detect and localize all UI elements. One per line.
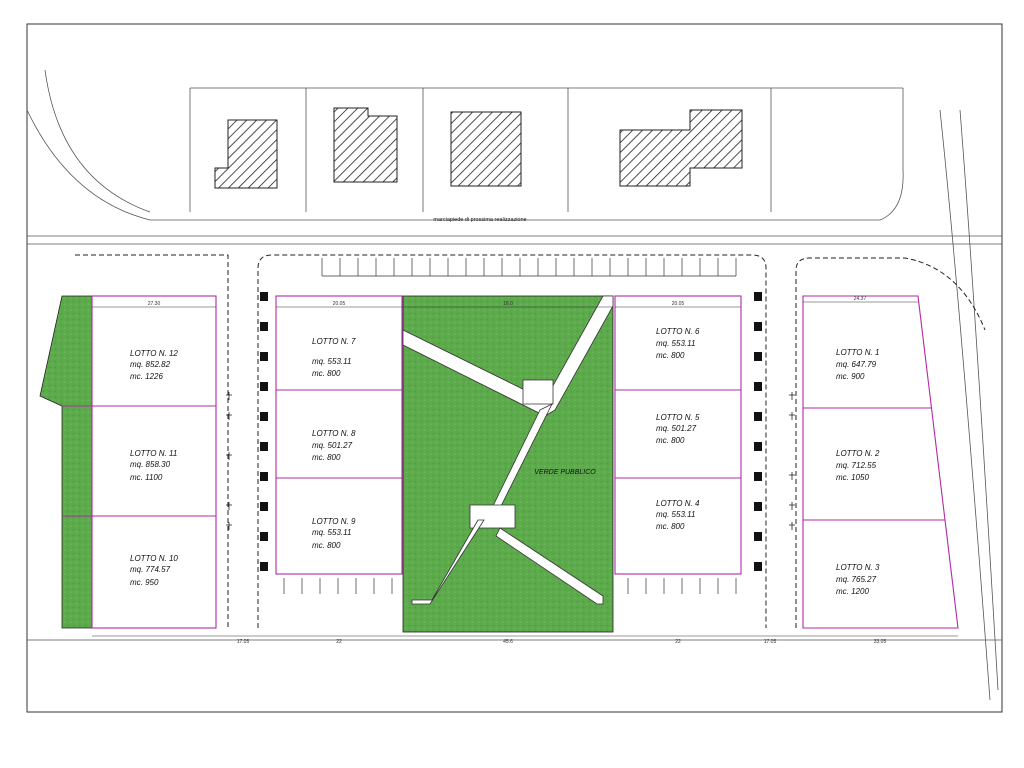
svg-text:mc. 1226: mc. 1226 xyxy=(130,372,163,381)
road-boundary xyxy=(75,254,986,628)
dim-bottom-1: 17.05 xyxy=(237,639,250,645)
dimension-labels: 27.30 20.05 18.0 20.05 24.37 17.05 22 45… xyxy=(148,296,887,645)
svg-text:LOTTO N. 12: LOTTO N. 12 xyxy=(130,349,178,358)
dim-bottom-5: 17.05 xyxy=(764,639,777,645)
lot-2-label: LOTTO N. 2 mq. 712.55 mc. 1050 xyxy=(836,449,880,482)
lot-5-label: LOTTO N. 5 mq. 501.27 mc. 800 xyxy=(656,413,700,445)
svg-text:mc. 950: mc. 950 xyxy=(130,578,159,587)
building xyxy=(333,107,398,183)
parking-stalls xyxy=(283,258,737,594)
svg-text:LOTTO N. 9: LOTTO N. 9 xyxy=(312,517,356,526)
dim-top-3: 18.0 xyxy=(503,301,513,307)
lot-4-label: LOTTO N. 4 mq. 553.11 mc. 800 xyxy=(656,499,700,531)
lot-7-label: LOTTO N. 7 mq. 553.11 mc. 800 xyxy=(312,337,356,378)
lot-3-label: LOTTO N. 3 mq. 765.27 mc. 1200 xyxy=(836,563,880,596)
svg-text:mc. 800: mc. 800 xyxy=(656,351,685,360)
lot-9-label: LOTTO N. 9 mq. 553.11 mc. 800 xyxy=(312,517,356,550)
svg-text:mc. 800: mc. 800 xyxy=(312,369,341,378)
svg-text:mc. 900: mc. 900 xyxy=(836,372,865,381)
building xyxy=(214,119,278,189)
svg-text:mc. 1050: mc. 1050 xyxy=(836,473,869,482)
dimension-lines xyxy=(92,301,958,637)
svg-text:mq. 852.82: mq. 852.82 xyxy=(130,360,171,369)
svg-text:mq. 765.27: mq. 765.27 xyxy=(836,575,877,584)
svg-text:mc. 1100: mc. 1100 xyxy=(130,473,163,482)
street-label: marciapiede di prossima realizzazione xyxy=(433,217,526,223)
dim-bottom-6: 33.05 xyxy=(874,639,887,645)
lot-12-label: LOTTO N. 12 mq. 852.82 mc. 1226 xyxy=(130,349,178,381)
lot-10-label: LOTTO N. 10 mq. 774.57 mc. 950 xyxy=(130,554,178,587)
lamp-symbols xyxy=(226,392,795,530)
svg-text:mc. 1200: mc. 1200 xyxy=(836,587,869,596)
svg-text:LOTTO N. 10: LOTTO N. 10 xyxy=(130,554,178,563)
svg-text:mc. 800: mc. 800 xyxy=(312,453,341,462)
park-paths xyxy=(402,295,614,605)
park-label: VERDE PUBBLICO xyxy=(534,469,596,476)
svg-text:mc. 800: mc. 800 xyxy=(656,436,685,445)
building xyxy=(450,111,522,187)
building xyxy=(619,109,743,187)
svg-text:mq. 647.79: mq. 647.79 xyxy=(836,360,877,369)
svg-text:LOTTO N. 11: LOTTO N. 11 xyxy=(130,449,177,458)
lot-11-label: LOTTO N. 11 mq. 858.30 mc. 1100 xyxy=(130,449,177,482)
lot-8-label: LOTTO N. 8 mq. 501.27 mc. 800 xyxy=(312,429,356,462)
svg-text:LOTTO N. 6: LOTTO N. 6 xyxy=(656,327,700,336)
svg-text:mq. 858.30: mq. 858.30 xyxy=(130,460,171,469)
existing-buildings xyxy=(214,107,743,189)
lot-borders xyxy=(62,295,959,629)
dim-bottom-3: 45.6 xyxy=(503,639,513,645)
svg-text:mq. 553.11: mq. 553.11 xyxy=(656,339,695,348)
lot-6-label: LOTTO N. 6 mq. 553.11 mc. 800 xyxy=(656,327,700,360)
dim-top-5: 24.37 xyxy=(854,296,867,302)
parking-markers xyxy=(260,292,762,571)
context-lines xyxy=(26,69,1002,701)
lot-labels: LOTTO N. 12 mq. 852.82 mc. 1226 LOTTO N.… xyxy=(130,327,880,596)
dim-bottom-2: 22 xyxy=(336,639,342,645)
svg-text:LOTTO N. 8: LOTTO N. 8 xyxy=(312,429,356,438)
svg-text:LOTTO N. 3: LOTTO N. 3 xyxy=(836,563,880,572)
dim-top-1: 27.30 xyxy=(148,301,161,307)
dim-top-2: 20.05 xyxy=(333,301,346,307)
svg-text:mq. 712.55: mq. 712.55 xyxy=(836,461,877,470)
svg-text:LOTTO N. 2: LOTTO N. 2 xyxy=(836,449,880,458)
svg-text:LOTTO N. 5: LOTTO N. 5 xyxy=(656,413,700,422)
svg-text:mq. 774.57: mq. 774.57 xyxy=(130,565,171,574)
svg-text:mq. 553.11: mq. 553.11 xyxy=(312,528,351,537)
dim-bottom-4: 22 xyxy=(675,639,681,645)
svg-text:LOTTO N. 4: LOTTO N. 4 xyxy=(656,499,700,508)
svg-text:mc. 800: mc. 800 xyxy=(656,522,685,531)
svg-text:LOTTO N. 1: LOTTO N. 1 xyxy=(836,348,879,357)
svg-text:mq. 553.11: mq. 553.11 xyxy=(656,510,695,519)
svg-text:mq. 501.27: mq. 501.27 xyxy=(312,441,353,450)
svg-text:mq. 553.11: mq. 553.11 xyxy=(312,357,351,366)
svg-text:mq. 501.27: mq. 501.27 xyxy=(656,424,697,433)
lot-1-label: LOTTO N. 1 mq. 647.79 mc. 900 xyxy=(836,348,879,381)
svg-text:mc. 800: mc. 800 xyxy=(312,541,341,550)
svg-text:LOTTO N. 7: LOTTO N. 7 xyxy=(312,337,356,346)
dim-top-4: 20.05 xyxy=(672,301,685,307)
